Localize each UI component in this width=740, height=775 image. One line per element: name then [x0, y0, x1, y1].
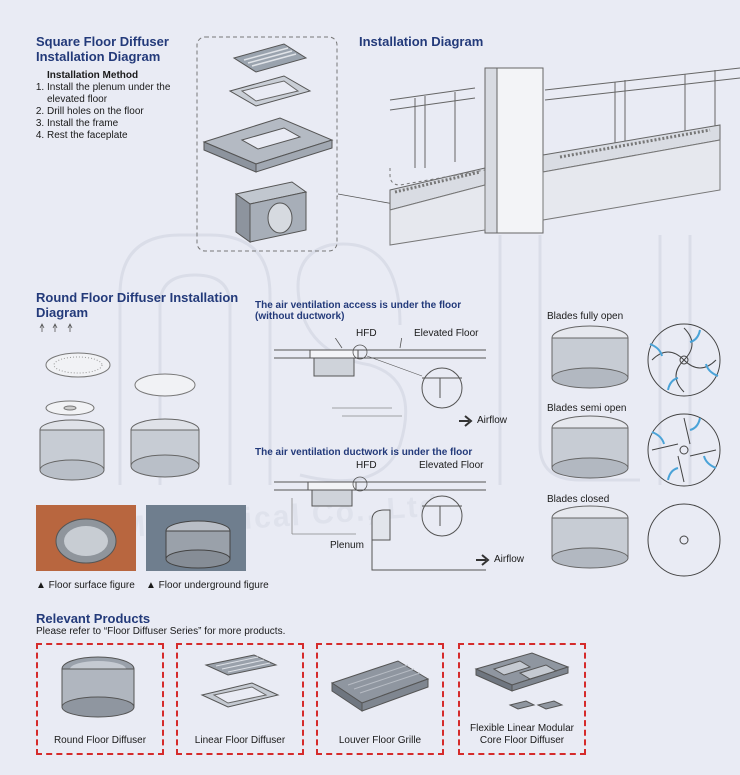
method-step: Rest the faceplate	[47, 130, 193, 142]
blades-fully-open-label: Blades fully open	[547, 311, 624, 322]
product-label: Round Floor Diffuser	[53, 735, 147, 746]
method-step: Install the plenum under the elevated fl…	[47, 82, 193, 106]
installation-diagram-title: Installation Diagram	[359, 34, 484, 49]
round-grille-drawing	[45, 352, 111, 378]
louver-grille-image	[330, 660, 430, 712]
connector-line	[338, 193, 395, 205]
product-card-round[interactable]: Round Floor Diffuser	[36, 643, 164, 755]
round-diffuser-image	[61, 656, 135, 718]
method-step: Install the frame	[47, 118, 193, 130]
elevated-floor-label: Elevated Floor	[414, 328, 479, 339]
airflow-arrow-icon	[459, 415, 473, 427]
linear-diffuser-image	[200, 654, 280, 708]
plenum-label: Plenum	[330, 540, 364, 551]
relevant-title: Relevant Products	[36, 611, 151, 626]
hfd-label: HFD	[356, 328, 377, 339]
square-title-line2: Installation Diagram	[36, 49, 161, 64]
product-label: Flexible Linear Modular Core Floor Diffu…	[460, 723, 584, 747]
product-card-modular[interactable]: Flexible Linear Modular Core Floor Diffu…	[458, 643, 586, 755]
duct-diagram	[274, 476, 486, 571]
product-label-line1: Flexible Linear Modular	[470, 723, 574, 734]
method-heading: Installation Method	[47, 70, 139, 81]
relevant-subtitle: Please refer to “Floor Diffuser Series” …	[36, 626, 286, 637]
blade-states-diagram	[551, 323, 721, 577]
plenum-box-drawing	[234, 181, 308, 243]
duct-title: The air ventilation ductwork is under th…	[255, 447, 473, 458]
no-duct-title: The air ventilation access is under the …	[255, 300, 461, 322]
product-label: Louver Floor Grille	[338, 735, 422, 746]
airflow-label-2: Airflow	[494, 554, 525, 565]
floor-panel-drawing	[202, 117, 334, 173]
floor-surface-photo	[36, 505, 136, 571]
blades-semi-open-label: Blades semi open	[547, 403, 627, 414]
airflow-label-1: Airflow	[477, 415, 508, 426]
product-label: Linear Floor Diffuser	[194, 735, 286, 746]
product-label-line2: Core Floor Diffuser	[479, 735, 565, 746]
elevated-floor-label-2: Elevated Floor	[419, 460, 484, 471]
no-duct-title-line2: (without ductwork)	[255, 311, 345, 322]
round-title-line2: Diagram	[36, 305, 89, 320]
floor-underground-photo	[146, 505, 246, 571]
round-title: Round Floor Diffuser Installation Diagra…	[36, 290, 238, 320]
frame-drawing	[228, 75, 312, 107]
square-title: Square Floor Diffuser Installation Diagr…	[36, 34, 169, 64]
no-duct-diagram	[274, 338, 486, 417]
product-card-louver[interactable]: Louver Floor Grille	[316, 643, 444, 755]
hfd-label-2: HFD	[356, 460, 377, 471]
blades-closed-label: Blades closed	[547, 494, 610, 505]
airflow-arrow-icon	[476, 554, 490, 566]
caption-surface: ▲ Floor surface figure	[36, 580, 135, 591]
faceplate-drawing	[232, 43, 308, 73]
method-steps: Install the plenum under the elevated fl…	[33, 82, 193, 142]
round-assembled-drawing	[130, 373, 200, 478]
method-step: Drill holes on the floor	[47, 106, 193, 118]
no-duct-title-line1: The air ventilation access is under the …	[255, 300, 462, 311]
watermark-logo	[118, 233, 692, 485]
square-title-line1: Square Floor Diffuser	[36, 34, 169, 49]
modular-diffuser-image	[474, 652, 570, 710]
round-disc-drawing	[45, 400, 95, 416]
room-installation-view	[389, 67, 740, 246]
round-basket-drawing	[39, 419, 105, 481]
product-card-linear[interactable]: Linear Floor Diffuser	[176, 643, 304, 755]
square-exploded-diagram	[196, 36, 338, 252]
caption-underground: ▲ Floor underground figure	[146, 580, 269, 591]
round-title-line1: Round Floor Diffuser Installation	[36, 290, 239, 305]
round-exploded-diagram	[39, 323, 200, 481]
